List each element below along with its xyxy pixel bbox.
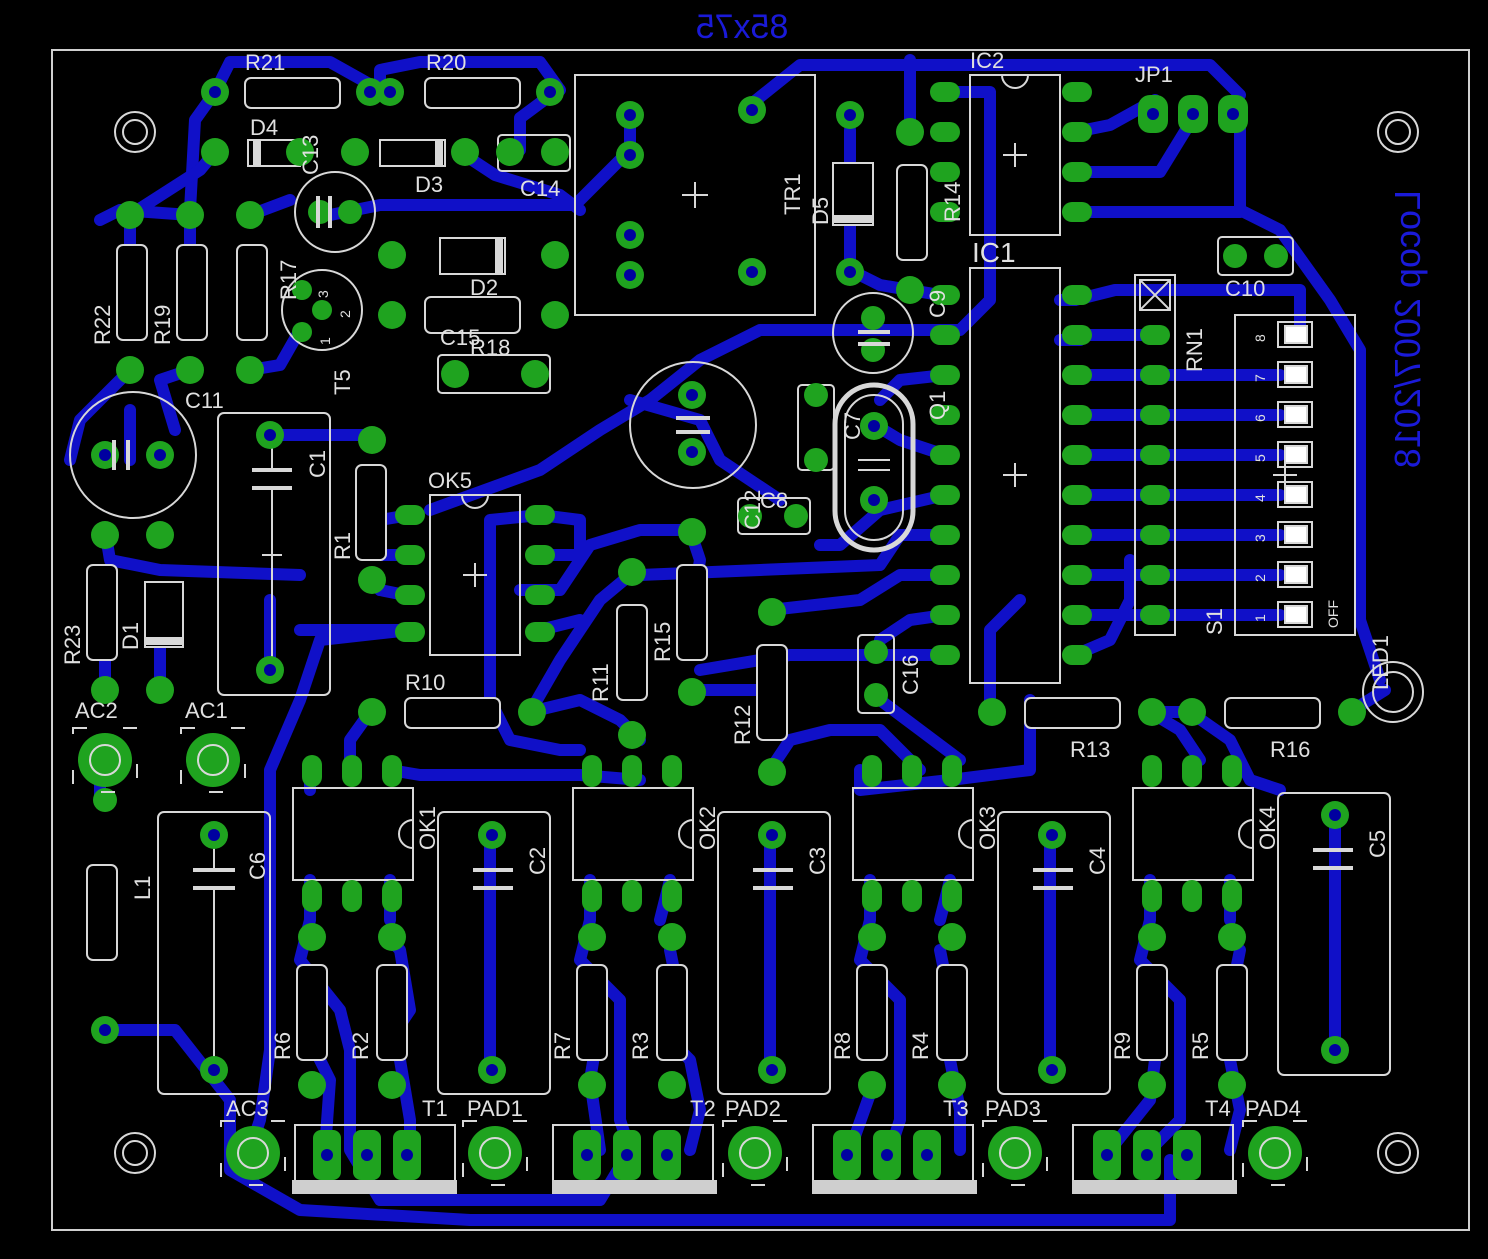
label-JP1: JP1	[1135, 62, 1173, 87]
connector-rings	[72, 727, 1308, 1186]
label-PAD4: PAD4	[1245, 1096, 1301, 1121]
label-Q1: Q1	[925, 391, 950, 420]
label-R11: R11	[588, 663, 613, 702]
board-outline	[51, 49, 1470, 1231]
label-C8: C8	[760, 488, 788, 513]
silkscreen	[69, 74, 1424, 1191]
label-C6: C6	[245, 852, 270, 880]
label-OK2: OK2	[695, 806, 720, 850]
label-C7: C7	[840, 412, 865, 440]
label-R14: R14	[940, 182, 965, 222]
switch-off-label: OFF	[1325, 600, 1341, 628]
switch-pos-2: 2	[1252, 574, 1268, 582]
label-R7: R7	[550, 1032, 575, 1060]
label-L1: L1	[130, 876, 155, 900]
label-R20: R20	[426, 50, 466, 75]
label-T5: T5	[330, 369, 355, 395]
label-IC2: IC2	[970, 48, 1004, 73]
label-OK1: OK1	[415, 806, 440, 850]
label-OK4: OK4	[1255, 806, 1280, 850]
label-T2: T2	[690, 1096, 716, 1121]
switch-pos-4: 4	[1252, 494, 1268, 502]
label-R23: R23	[60, 625, 85, 665]
label-R18: R18	[470, 335, 510, 360]
label-R9: R9	[1110, 1032, 1135, 1060]
label-C12: C12	[740, 490, 765, 530]
label-R13: R13	[1070, 737, 1110, 762]
t5-pin-3: 3	[315, 290, 331, 298]
t5-pin-2: 2	[337, 310, 353, 318]
label-R12: R12	[730, 705, 755, 745]
label-C1: C1	[305, 450, 330, 478]
label-C9: C9	[925, 290, 950, 318]
component-labels: R21 R20 D4 D3 C14 D2 C15 R18 IC2 IC1 JP1…	[60, 48, 1393, 1121]
label-R5: R5	[1188, 1032, 1213, 1060]
label-C3: C3	[805, 847, 830, 875]
label-D2: D2	[470, 275, 498, 300]
label-R16: R16	[1270, 737, 1310, 762]
switch-pos-6: 6	[1252, 414, 1268, 422]
label-PAD2: PAD2	[725, 1096, 781, 1121]
label-C13: C13	[298, 135, 323, 175]
label-C11: C11	[185, 388, 224, 413]
pads	[78, 78, 1366, 1180]
switch-pos-1: 1	[1252, 614, 1268, 622]
label-IC1: IC1	[972, 237, 1016, 268]
label-S1: S1	[1202, 608, 1227, 635]
label-C4: C4	[1085, 847, 1110, 875]
label-T4: T4	[1205, 1096, 1231, 1121]
label-AC1: AC1	[185, 698, 228, 723]
label-R19: R19	[150, 305, 175, 345]
label-R22: R22	[90, 305, 115, 345]
label-AC3: AC3	[226, 1096, 269, 1121]
label-R4: R4	[908, 1032, 933, 1060]
label-R17: R17	[276, 260, 301, 300]
label-R21: R21	[245, 50, 285, 75]
label-AC2: AC2	[75, 698, 118, 723]
label-TR1: TR1	[780, 173, 805, 215]
label-LED1: LED1	[1368, 635, 1393, 690]
label-C16: C16	[898, 655, 923, 695]
label-D1: D1	[118, 622, 143, 650]
label-T3: T3	[943, 1096, 969, 1121]
label-D3: D3	[415, 172, 443, 197]
label-R15: R15	[650, 622, 675, 662]
board-size-text: 85x75	[696, 8, 789, 46]
label-OK5: OK5	[428, 468, 472, 493]
label-R1: R1	[330, 532, 355, 560]
label-PAD3: PAD3	[985, 1096, 1041, 1121]
switch-pos-3: 3	[1252, 534, 1268, 542]
label-R8: R8	[830, 1032, 855, 1060]
dip-switch-blocks	[1277, 321, 1313, 628]
diode-bands	[145, 140, 873, 645]
label-C14: C14	[520, 176, 560, 201]
label-D5: D5	[808, 197, 833, 225]
label-D4: D4	[250, 115, 278, 140]
transistor-tabs	[292, 1180, 1237, 1194]
label-C2: C2	[525, 847, 550, 875]
label-PAD1: PAD1	[467, 1096, 523, 1121]
switch-pos-8: 8	[1252, 334, 1268, 342]
component-symbols	[112, 196, 890, 471]
label-R2: R2	[348, 1032, 373, 1060]
switch-pos-7: 7	[1252, 374, 1268, 382]
passive-bodies	[86, 77, 1321, 1061]
label-T1: T1	[422, 1096, 448, 1121]
label-OK3: OK3	[975, 806, 1000, 850]
label-C15: C15	[440, 325, 480, 350]
switch-pos-5: 5	[1252, 454, 1268, 462]
pad-holes	[99, 86, 1341, 1161]
label-R10: R10	[405, 670, 445, 695]
label-C10: C10	[1225, 276, 1265, 301]
label-R3: R3	[628, 1032, 653, 1060]
label-RN1: RN1	[1182, 328, 1207, 372]
label-R6: R6	[270, 1032, 295, 1060]
board-side-text: Locop 2007/2018	[1387, 190, 1428, 468]
t5-pin-1: 1	[317, 337, 333, 345]
label-C5: C5	[1365, 830, 1390, 858]
